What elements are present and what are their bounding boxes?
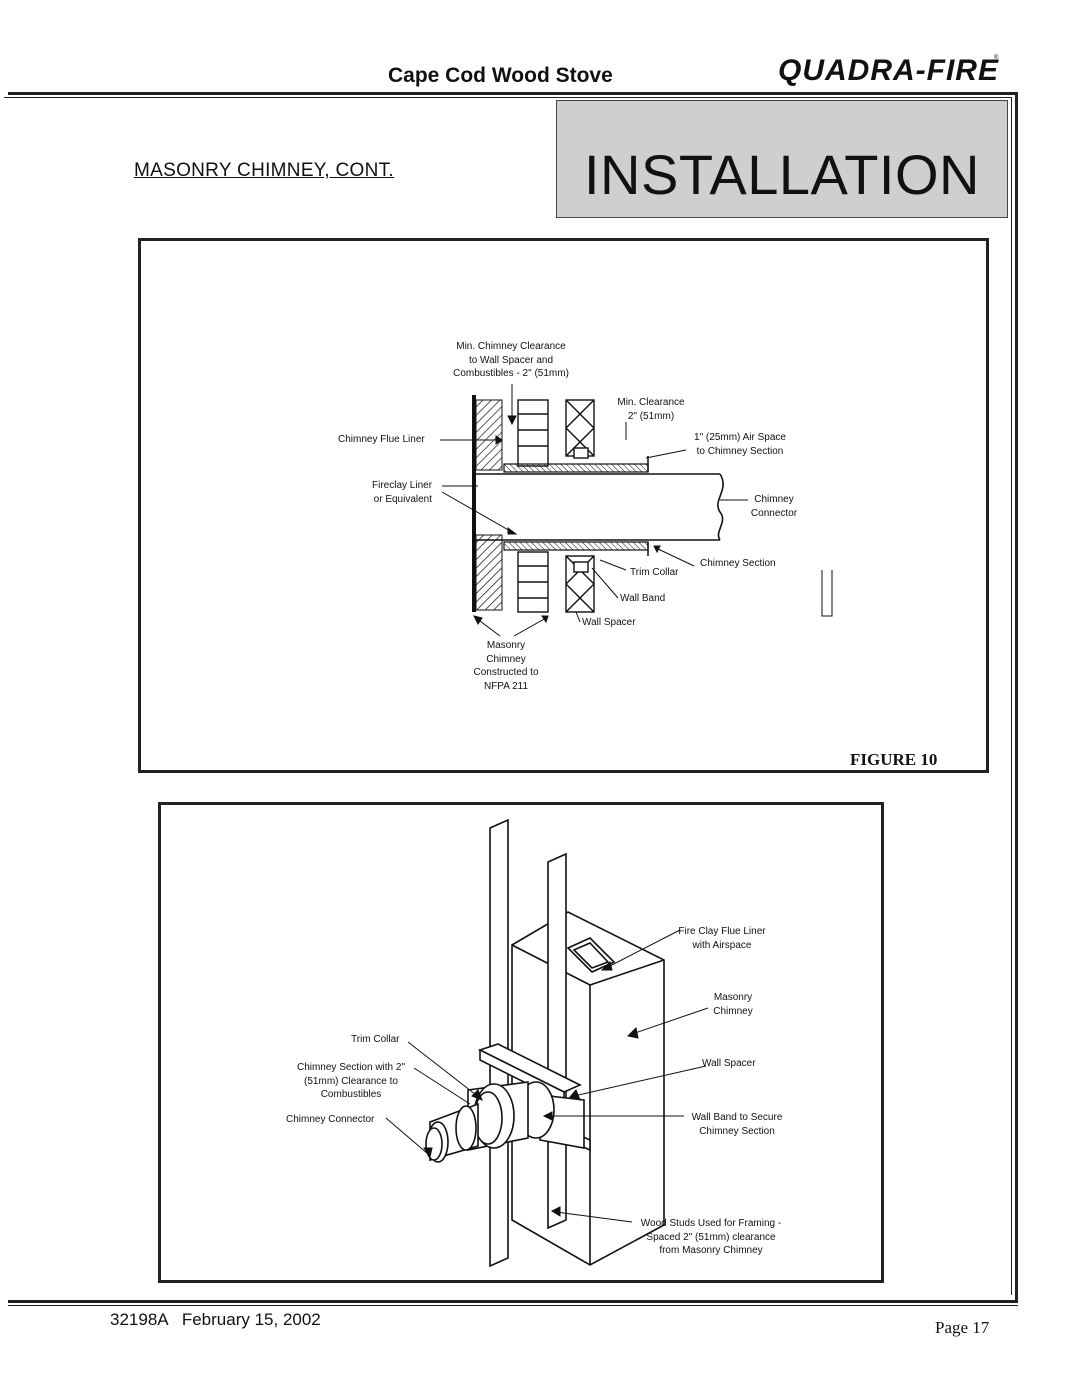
figure-10-caption: FIGURE 10 <box>850 750 938 769</box>
brand-logo-text: QUADRA-FIRE <box>778 54 999 87</box>
label-min-chimney-clearance: Min. Chimney Clearance to Wall Spacer an… <box>446 340 576 381</box>
label-wood-studs-line1: Wood Studs Used for Framing - <box>640 1218 782 1229</box>
label-min-chimney-clearance-line1: Min. Chimney Clearance <box>456 341 566 352</box>
label-min-chimney-clearance-line3: Combustibles - 2" (51mm) <box>453 368 569 379</box>
label-fire-clay-line2: with Airspace <box>692 939 752 951</box>
label-wall-spacer-2: Wall Spacer <box>702 1058 756 1069</box>
section-banner-text: INSTALLATION <box>583 143 980 206</box>
section-banner <box>556 100 1008 218</box>
label-fireclay-liner-line2: or Equivalent <box>373 493 433 505</box>
footer-rule-thin <box>8 1305 1018 1306</box>
label-trim-collar-2: Trim Collar <box>351 1034 400 1045</box>
label-section-line3: Combustibles <box>320 1089 382 1100</box>
label-section-line1: Chimney Section with 2" <box>296 1062 406 1073</box>
label-wall-spacer: Wall Spacer <box>582 617 636 628</box>
label-min-clearance-line2: 2" (51mm) <box>627 410 675 422</box>
label-chimney-section: Chimney Section <box>700 558 776 569</box>
label-air-space: 1" (25mm) Air Space to Chimney Section <box>680 431 800 458</box>
figure-10-frame <box>138 238 989 773</box>
label-masonry-chimney: Masonry Chimney <box>698 991 768 1018</box>
label-wall-band: Wall Band <box>620 593 666 604</box>
label-chimney-flue-liner: Chimney Flue Liner <box>338 434 425 445</box>
label-wood-studs-line3: from Masonry Chimney <box>659 1245 763 1256</box>
label-masonry-chimney-line2: Chimney <box>713 1005 753 1017</box>
product-title: Cape Cod Wood Stove <box>388 64 613 87</box>
footer-doc-id: 32198A February 15, 2002 <box>110 1310 321 1329</box>
label-fireclay-liner: Fireclay Liner or Equivalent <box>372 479 432 506</box>
label-wall-band-secure: Wall Band to Secure Chimney Section <box>680 1111 794 1138</box>
footer-rule <box>8 1300 1018 1303</box>
label-chimney-section-clearance: Chimney Section with 2" (51mm) Clearance… <box>286 1061 416 1102</box>
figure-10-diagram <box>440 384 833 637</box>
label-air-space-line2: to Chimney Section <box>696 445 784 457</box>
figure-11-diagram <box>385 818 709 1268</box>
label-masonry-line1: Masonry <box>486 640 526 651</box>
label-chimney-connector: Chimney Connector <box>742 493 806 520</box>
brand-logo: QUADRA-FIRE ® <box>772 53 999 87</box>
label-fire-clay-flue-liner: Fire Clay Flue Liner with Airspace <box>664 925 780 952</box>
label-min-chimney-clearance-line2: to Wall Spacer and <box>468 354 554 366</box>
label-masonry-chimney-nfpa: Masonry Chimney Constructed to NFPA 211 <box>456 639 556 693</box>
label-wall-band-line2: Chimney Section <box>699 1125 775 1137</box>
page-frame-inner <box>4 97 1012 1295</box>
label-section-line2: (51mm) Clearance to <box>304 1075 398 1087</box>
section-heading: MASONRY CHIMNEY, CONT. <box>134 160 394 181</box>
label-masonry-line2: Chimney <box>486 653 526 665</box>
label-masonry-line3: Constructed to <box>473 667 539 678</box>
label-min-clearance: Min. Clearance 2" (51mm) <box>606 396 696 423</box>
label-wood-studs: Wood Studs Used for Framing - Spaced 2" … <box>626 1217 796 1258</box>
label-wall-band-line1: Wall Band to Secure <box>691 1112 783 1123</box>
svg-text:®: ® <box>994 54 999 61</box>
label-fire-clay-line1: Fire Clay Flue Liner <box>678 926 766 937</box>
footer-page-number: Page 17 <box>935 1318 990 1337</box>
figure-11-frame <box>158 802 884 1283</box>
label-chimney-connector-line2: Connector <box>750 507 798 519</box>
page-frame <box>8 92 1018 1300</box>
label-masonry-chimney-line1: Masonry <box>713 992 753 1003</box>
label-fireclay-liner-line1: Fireclay Liner <box>372 480 433 491</box>
label-chimney-connector-2: Chimney Connector <box>286 1114 375 1125</box>
label-air-space-line1: 1" (25mm) Air Space <box>694 432 786 443</box>
label-trim-collar: Trim Collar <box>630 567 679 578</box>
label-masonry-line4: NFPA 211 <box>483 680 529 692</box>
label-wood-studs-line2: Spaced 2" (51mm) clearance <box>646 1231 776 1243</box>
label-min-clearance-line1: Min. Clearance <box>617 397 685 408</box>
label-chimney-connector-line1: Chimney <box>754 494 794 505</box>
